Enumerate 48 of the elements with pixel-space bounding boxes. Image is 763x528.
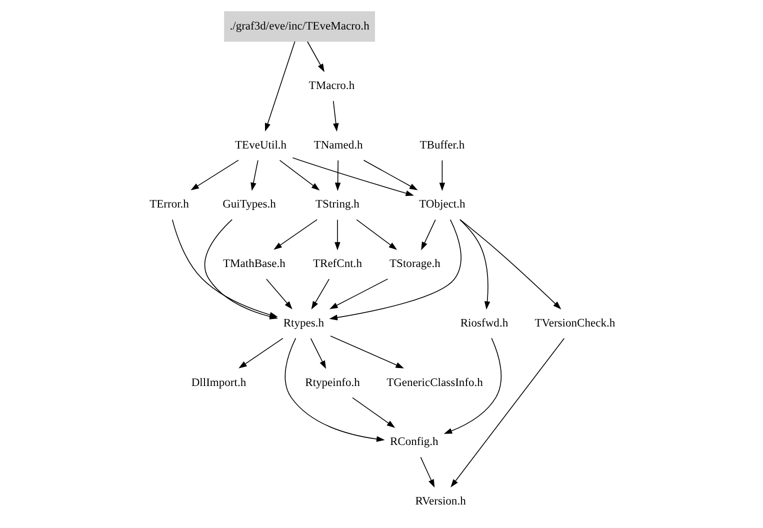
node-text: TVersionCheck.h: [534, 317, 615, 330]
arrow: [266, 278, 292, 310]
arrow: [438, 160, 445, 191]
node-text: GuiTypes.h: [222, 198, 276, 211]
node-text: TStorage.h: [389, 258, 440, 270]
arrow: [352, 397, 395, 428]
arrow: [330, 336, 404, 368]
arrow: [238, 338, 283, 368]
arrow: [278, 160, 320, 190]
arrow: [450, 338, 564, 488]
arrow: [292, 157, 414, 196]
arrow: [306, 41, 324, 72]
arrow: [190, 160, 238, 190]
arrow: [329, 278, 388, 310]
arrow: [310, 338, 326, 369]
node-text: TEveUtil.h: [234, 139, 286, 152]
node-box: ./graf3d/eve/inc/TEveMacro.h: [224, 11, 374, 42]
arrow: [328, 219, 461, 320]
arrow: [264, 41, 295, 132]
node-text: TError.h: [149, 198, 188, 211]
node-text: TMathBase.h: [222, 258, 285, 270]
node-text: TGenericClassInfo.h: [386, 376, 482, 389]
node-text: Rtypes.h: [282, 317, 324, 330]
node-text: TObject.h: [418, 198, 465, 211]
arrow: [250, 160, 258, 191]
node-text: TBuffer.h: [419, 139, 464, 152]
arrow: [310, 278, 330, 310]
arrow: [334, 160, 340, 191]
arrow: [459, 219, 561, 310]
node-text: TRefCnt.h: [312, 258, 362, 270]
node-text: Riosfwd.h: [460, 317, 508, 330]
node-text: DllImport.h: [190, 376, 246, 389]
node-text: TMacro.h: [308, 80, 354, 92]
arrow: [356, 219, 397, 250]
arrow: [334, 219, 340, 250]
node-text: Rtypeinfo.h: [304, 376, 360, 389]
arrow: [332, 100, 338, 132]
arrow: [420, 456, 434, 488]
node-text: RVersion.h: [414, 496, 466, 508]
arrow: [284, 338, 384, 442]
arrow: [420, 219, 436, 250]
arrow: [273, 219, 318, 250]
node-text: TString.h: [315, 198, 359, 211]
arrow: [362, 160, 418, 190]
node-text: TNamed.h: [313, 139, 362, 152]
node-text: RConfig.h: [389, 436, 438, 448]
arrow: [443, 338, 502, 434]
arrow: [459, 219, 490, 310]
